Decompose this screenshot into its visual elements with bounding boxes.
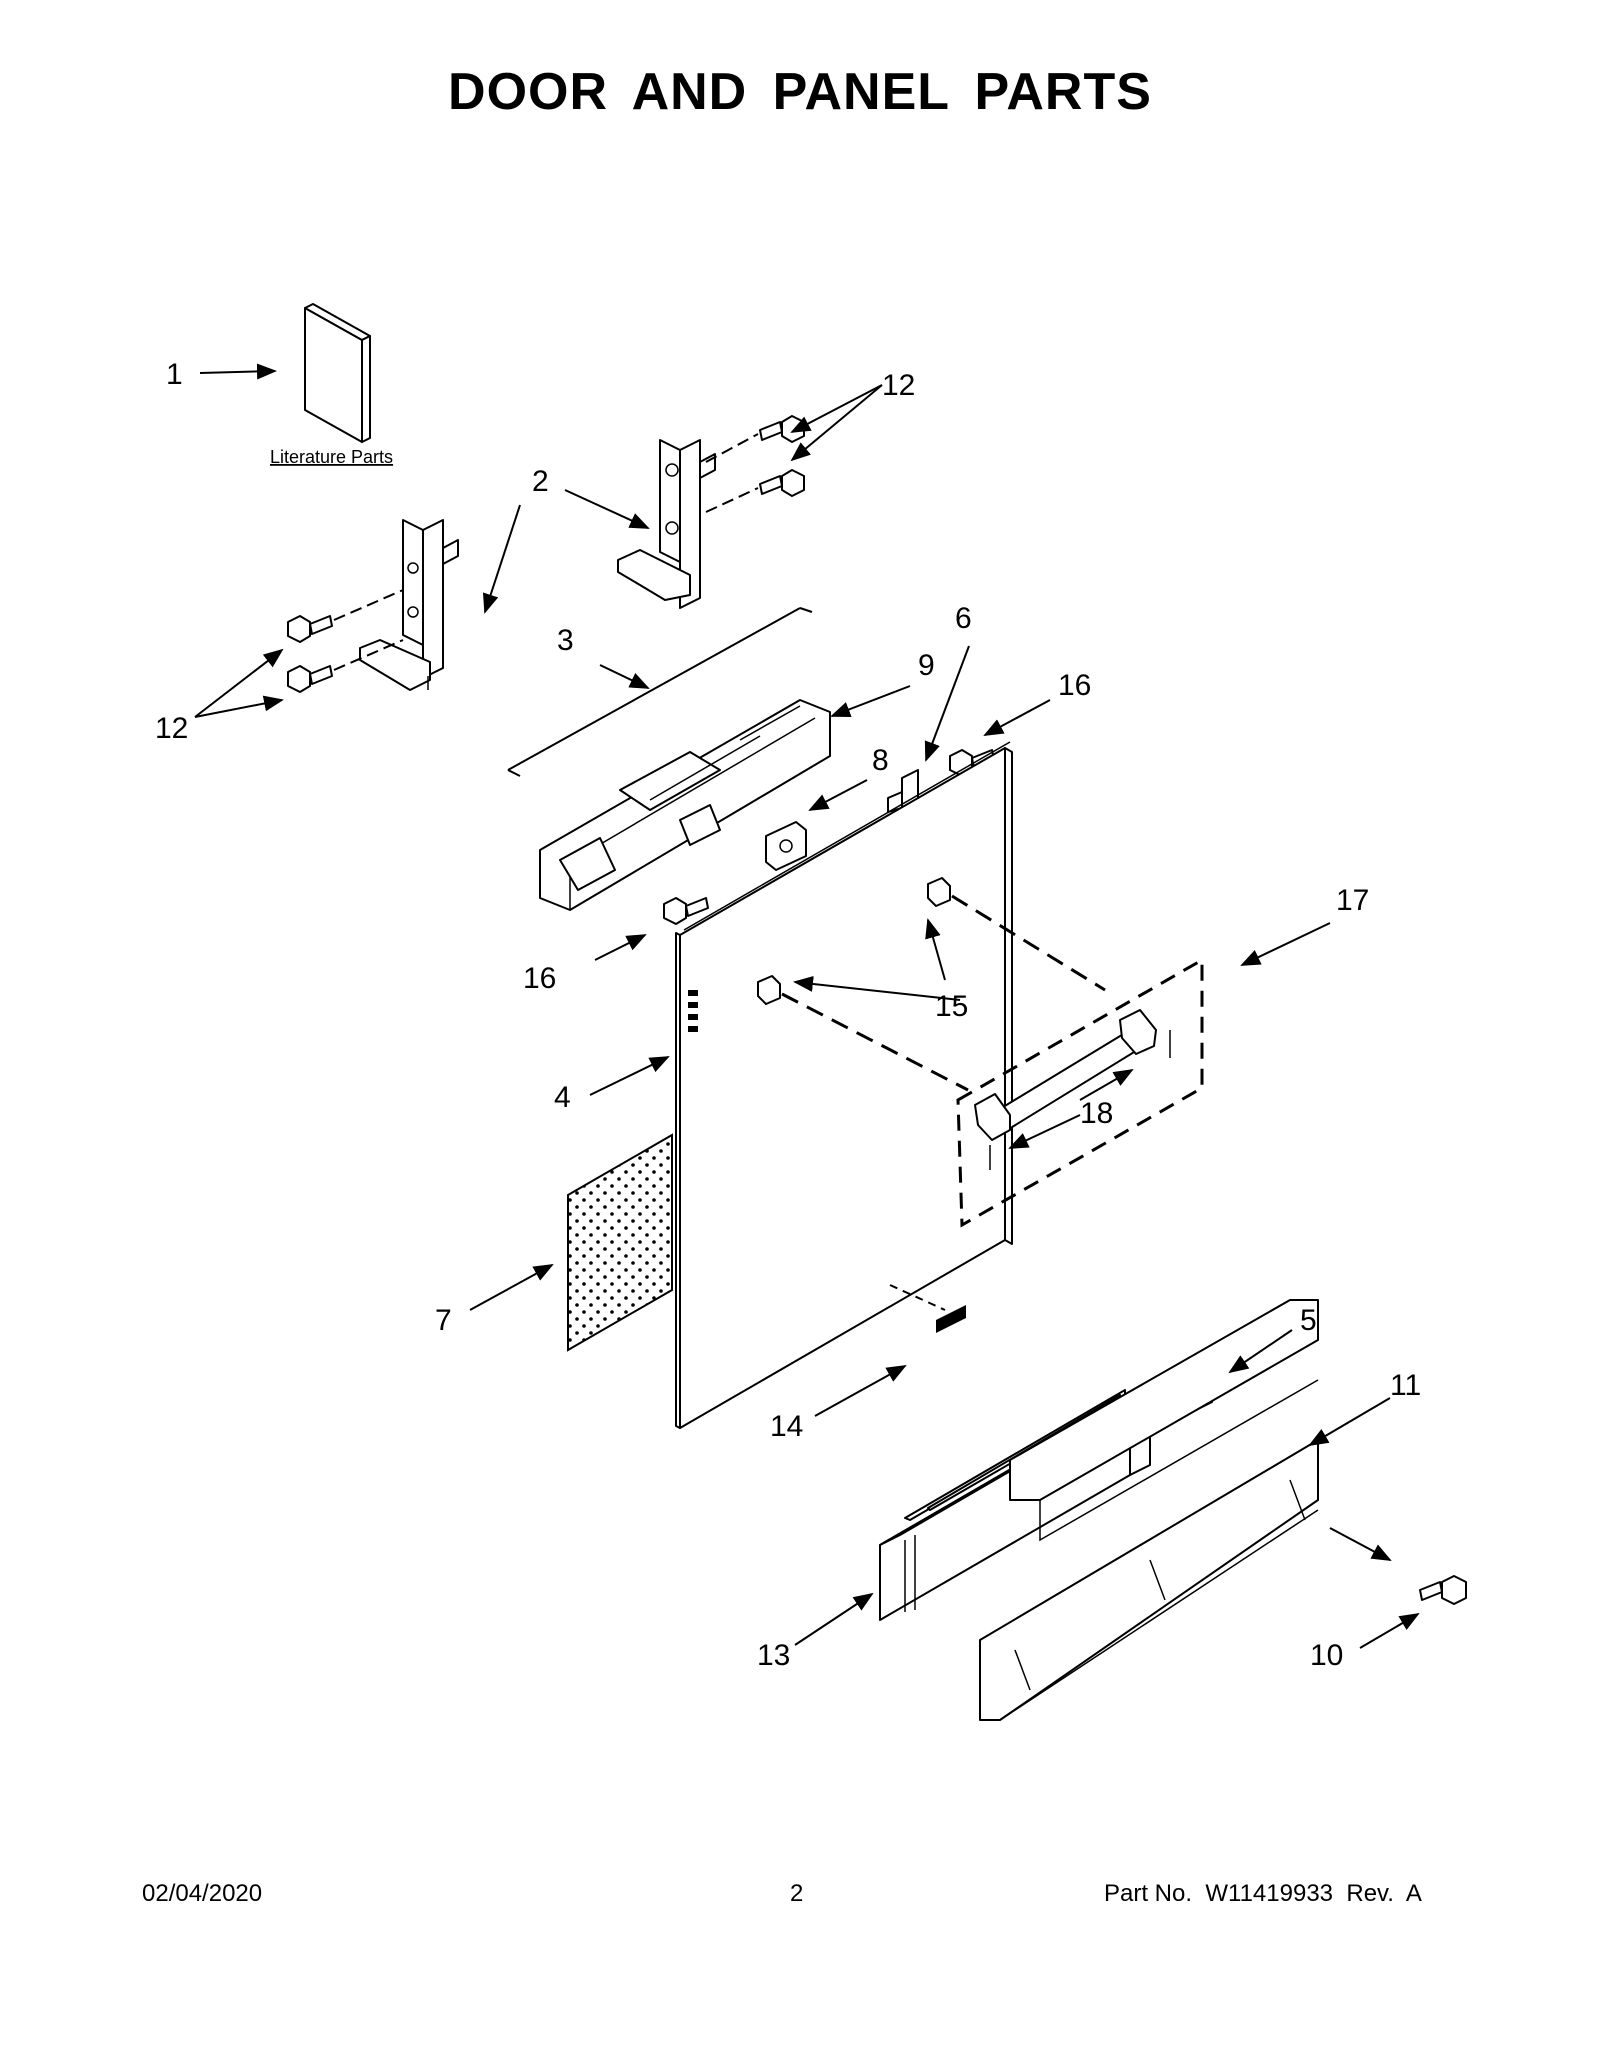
callout-2: 2 [532,465,549,498]
literature-booklet [304,303,371,443]
door-panel [675,741,1013,1429]
footer-page-number: 2 [790,1880,804,1907]
callout-8: 8 [872,744,889,777]
callout-9: 9 [918,649,935,682]
leader-arrows [194,363,1420,1649]
callout-12-top: 12 [882,369,915,402]
callout-18: 18 [1080,1097,1113,1130]
callout-10: 10 [1310,1639,1343,1672]
footer-part-number: Part No. W11419933 Rev. A [1104,1880,1422,1907]
callout-1: 1 [166,358,183,391]
kick-plate-screw [1419,1575,1467,1605]
kick-plate [979,1299,1319,1721]
callout-17: 17 [1336,884,1369,917]
door-latch [765,821,807,871]
callout-13: 13 [757,1639,790,1672]
handle-assembly [757,877,1204,1228]
hinge-screws [287,415,805,693]
callout-16-top: 16 [1058,669,1091,702]
control-housing [539,699,831,911]
right-hinge-bracket [617,439,716,609]
callout-7: 7 [435,1304,452,1337]
callout-15: 15 [935,990,968,1023]
callout-4: 4 [554,1081,571,1114]
callout-12-left: 12 [155,712,188,745]
left-hinge-bracket [359,519,459,691]
door-rod [507,607,813,777]
callout-16-bottom: 16 [523,962,556,995]
callout-3: 3 [557,624,574,657]
callout-11: 11 [1390,1369,1421,1402]
callout-6: 6 [955,602,972,635]
insulation-pad [567,1133,673,1352]
footer-date: 02/04/2020 [142,1880,263,1907]
brand-badge [889,1284,966,1333]
callout-5: 5 [1300,1304,1317,1337]
literature-parts-label: Literature Parts [270,447,393,467]
callout-14: 14 [770,1410,803,1443]
page-title: DOOR AND PANEL PARTS [448,63,1152,121]
